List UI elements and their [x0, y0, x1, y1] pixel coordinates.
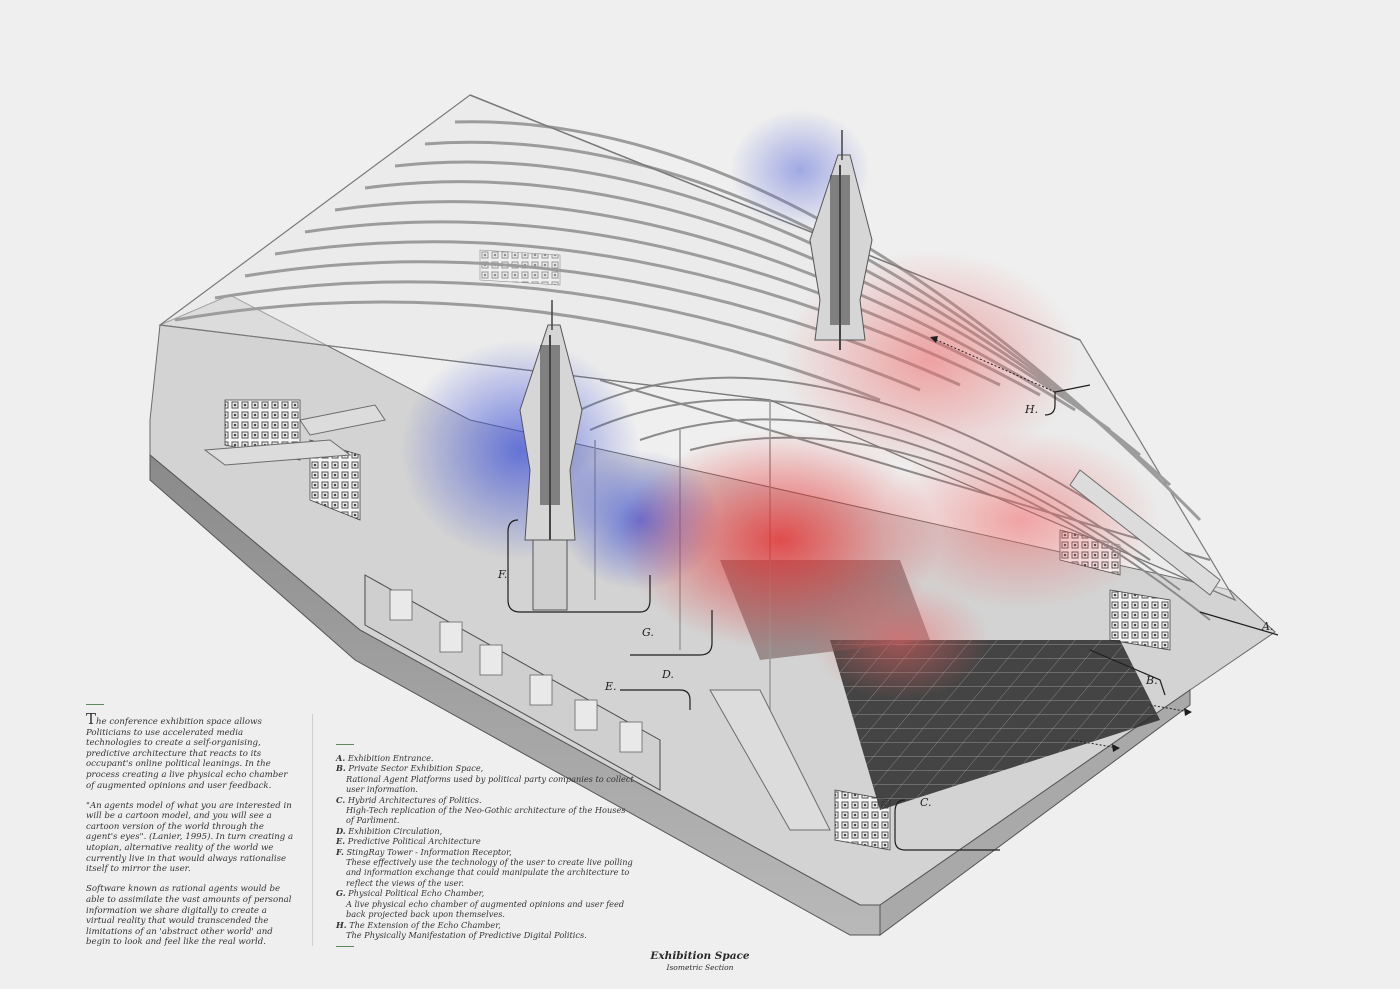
legend-item-a: A. Exhibition Entrance.: [336, 753, 434, 763]
label-c: C.: [920, 796, 932, 809]
echo-chamber-haze: [400, 110, 1160, 700]
column-divider: [312, 714, 313, 946]
legend-accent-rule-bottom: [336, 946, 354, 947]
intro-paragraph-1-body: he conference exhibition space allows Po…: [86, 717, 288, 791]
label-b: B.: [1145, 674, 1158, 687]
stingray-tower-left: [519, 300, 583, 611]
label-h: H.: [1024, 403, 1038, 416]
intro-accent-rule: [86, 704, 104, 705]
caption-subtitle: Isometric Section: [666, 963, 734, 972]
legend-item-c: C. Hybrid Architectures of Politics.High…: [336, 794, 626, 826]
legend-item-g: G. Physical Political Echo Chamber,A liv…: [336, 888, 625, 920]
dotted-arrows: [931, 337, 1191, 749]
intro-paragraph-2: "An agents model of what you are interes…: [86, 800, 294, 875]
intro-text: The conference exhibition space allows P…: [86, 712, 296, 957]
legend-item-d: D. Exhibition Circulation,: [336, 825, 443, 836]
legend-accent-rule-top: [336, 744, 354, 745]
label-e: E.: [604, 680, 617, 693]
intro-paragraph-3: Software known as rational agents would …: [86, 884, 292, 948]
label-g: G.: [642, 626, 654, 639]
legend-item-f: F. StingRay Tower - Information Receptor…: [336, 846, 633, 888]
stingray-tower-right: [809, 130, 873, 350]
drawing-caption: Exhibition Space Isometric Section: [600, 950, 800, 972]
label-d: D.: [661, 668, 674, 681]
label-a: A.: [1261, 620, 1273, 633]
caption-title: Exhibition Space: [650, 950, 750, 962]
leader-lines: [507, 384, 1279, 851]
legend-item-h: H. The Extension of the Echo Chamber,The…: [336, 919, 587, 940]
intro-dropcap: T: [86, 710, 97, 728]
intro-paragraph-1: The conference exhibition space allows P…: [86, 712, 296, 791]
legend-item-e: E. Predictive Political Architecture: [336, 836, 481, 847]
arrowheads: [930, 336, 1192, 752]
label-f: F.: [497, 568, 507, 581]
legend: A. Exhibition Entrance. B. Private Secto…: [336, 753, 636, 940]
staircases: [203, 404, 1221, 831]
legend-item-b: B. Private Sector Exhibition Space,Ratio…: [336, 763, 634, 795]
